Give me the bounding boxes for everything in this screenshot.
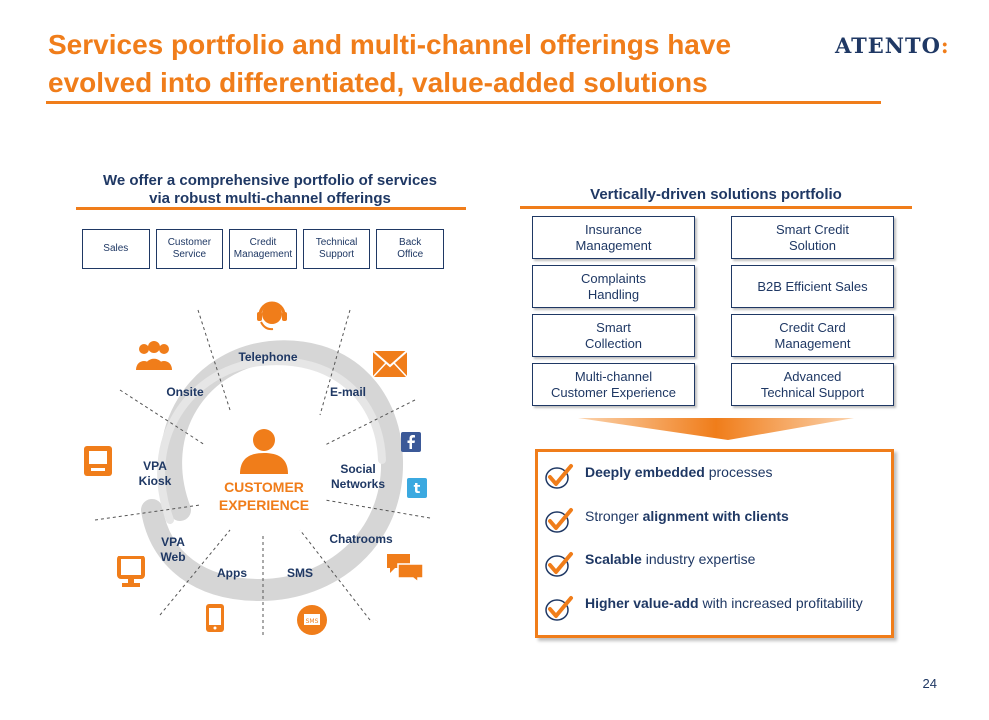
checkmark-icon [545,596,573,621]
channel-vpa-kiosk: VPA Kiosk [138,459,172,488]
facebook-icon [401,432,421,452]
svg-text:t: t [414,481,421,497]
solution-smart-collection: Smart Collection [532,314,695,357]
solution-b2b-efficient-sales: B2B Efficient Sales [731,265,894,308]
channel-apps: Apps [217,566,247,580]
service-technical-support: Technical Support [302,229,371,269]
chat-bubbles-icon [387,554,424,582]
channel-email: E-mail [329,385,366,399]
solution-multichannel-cx: Multi-channel Customer Experience [532,363,695,406]
right-section-heading: Vertically-driven solutions portfolio [590,186,842,203]
benefit-deeply-embedded: Deeply embedded processes [585,462,875,482]
channel-telephone: Telephone [238,350,298,364]
logo-colon: : [940,33,950,58]
channel-onsite: Onsite [166,385,204,399]
envelope-icon [372,350,408,378]
solution-insurance-management: Insurance Management [532,216,695,259]
channel-chatrooms: Chatrooms [329,532,393,546]
service-customer-service: Customer Service [155,229,224,269]
service-sales: Sales [82,229,150,269]
slide-title: Services portfolio and multi-channel off… [48,29,732,98]
customer-experience-label: CUSTOMER EXPERIENCE [218,479,310,513]
service-back-office: Back Office [376,229,444,269]
computer-icon [117,556,145,587]
benefit-2-pre: Stronger [585,508,643,524]
left-heading-underline [76,207,466,210]
benefits-box [535,449,894,638]
channel-vpa-web: VPA Web [160,535,186,564]
benefit-1-rest: processes [704,464,773,480]
kiosk-icon [84,446,112,476]
person-icon [240,429,288,474]
checkmark-icon [545,552,573,577]
funnel-arrow [578,418,854,440]
solution-smart-credit: Smart Credit Solution [731,216,894,259]
headset-icon [257,301,287,331]
swirl-ring-highlight [157,357,386,524]
benefit-alignment-with-clients: Stronger alignment with clients [585,506,875,526]
logo-text: ATENTO [835,33,941,58]
benefit-scalable-expertise: Scalable industry expertise [585,549,875,569]
channel-social-networks: Social Networks [330,462,386,491]
title-underline [46,101,881,104]
people-icon [136,341,172,370]
services-row: Sales Customer Service Credit Management… [82,229,444,269]
solution-credit-card-management: Credit Card Management [731,314,894,357]
sms-bubble-icon: SMS [297,605,327,635]
channel-wheel [94,309,431,635]
service-credit-management: Credit Management [229,229,297,269]
mobile-phone-icon [206,604,224,632]
benefit-3-bold: Scalable [585,551,642,567]
checkmark-icon [545,464,573,489]
benefit-2-bold: alignment with clients [642,508,789,524]
benefit-higher-value-add: Higher value-add with increased profitab… [585,593,875,613]
divider-lines [94,309,431,635]
page-number: 24 [922,676,937,691]
benefit-4-bold: Higher value-add [585,595,699,611]
channel-sms: SMS [286,566,313,580]
left-section-heading: We offer a comprehensive portfolio of se… [103,172,437,207]
twitter-icon: t [407,478,427,498]
checkmark-icon [545,508,573,533]
benefit-4-rest: with increased profitability [698,595,863,611]
solution-complaints-handling: Complaints Handling [532,265,695,308]
benefit-3-rest: industry expertise [641,551,756,567]
benefit-1-bold: Deeply embedded [585,464,705,480]
svg-text:SMS: SMS [306,618,319,625]
atento-logo: ATENTO: [835,33,950,58]
right-heading-underline [520,206,912,209]
solution-advanced-technical-support: Advanced Technical Support [731,363,894,406]
